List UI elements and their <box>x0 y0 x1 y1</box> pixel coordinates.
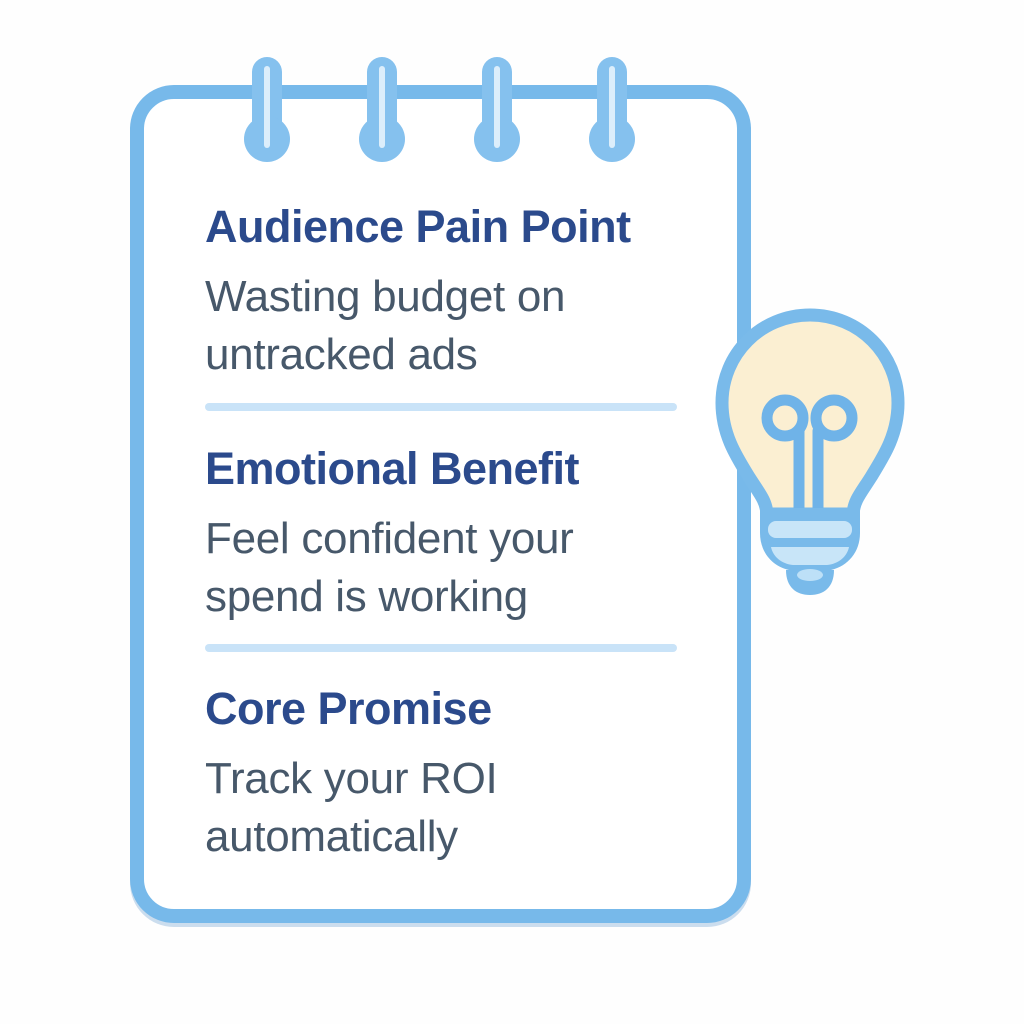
base-stripe <box>771 547 849 565</box>
notepad-card <box>130 85 751 923</box>
filament-loop <box>761 394 809 442</box>
ring-highlight <box>494 66 500 148</box>
ring-highlight <box>379 66 385 148</box>
section-audience-pain-point: Audience Pain Point Wasting budget on un… <box>205 202 695 384</box>
section-heading: Audience Pain Point <box>205 201 631 252</box>
body-line: Track your ROI <box>205 753 498 803</box>
section-heading: Emotional Benefit <box>205 443 580 494</box>
binder-ring-icon <box>589 57 635 162</box>
body-line: spend is working <box>205 571 528 621</box>
section-divider <box>205 644 677 652</box>
section-body: Track your ROI automatically <box>205 750 695 866</box>
body-line: Feel confident your <box>205 513 574 563</box>
section-core-promise: Core Promise Track your ROI automaticall… <box>205 684 695 866</box>
body-line: Wasting budget on <box>205 271 566 321</box>
binder-ring-icon <box>359 57 405 162</box>
ring-highlight <box>264 66 270 148</box>
section-body: Wasting budget on untracked ads <box>205 268 695 384</box>
bulb-tip-highlight <box>797 569 823 581</box>
body-line: untracked ads <box>205 329 478 379</box>
section-emotional-benefit: Emotional Benefit Feel confident your sp… <box>205 444 695 626</box>
section-body: Feel confident your spend is working <box>205 510 695 626</box>
lightbulb-icon <box>715 308 905 595</box>
bulb-glass <box>715 308 905 521</box>
binder-ring-icon <box>244 57 290 162</box>
body-line: automatically <box>205 811 458 861</box>
section-divider <box>205 403 677 411</box>
base-stripe <box>768 521 852 538</box>
ring-highlight <box>609 66 615 148</box>
filament-loop <box>810 394 858 442</box>
section-heading: Core Promise <box>205 683 492 734</box>
binder-ring-icon <box>474 57 520 162</box>
